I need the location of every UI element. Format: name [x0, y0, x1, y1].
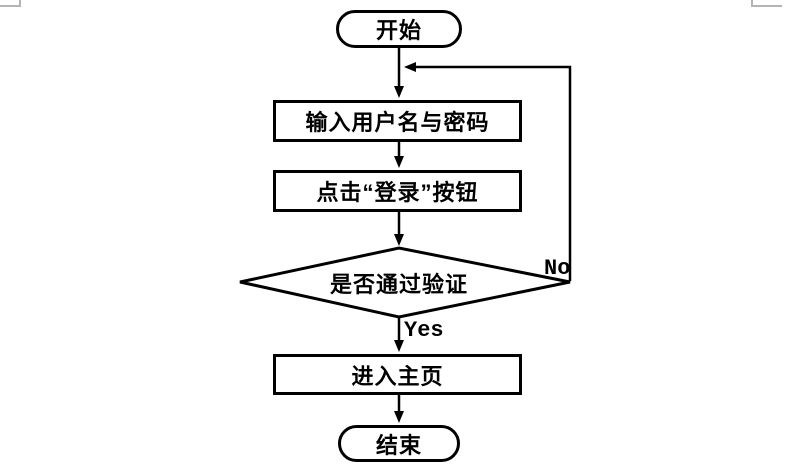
node-verify: 是否通过验证 [299, 270, 499, 297]
arrowhead-down-icon [394, 156, 404, 168]
node-start-label: 开始 [375, 18, 422, 43]
corner-mark-top-right [751, 0, 753, 7]
arrowhead-down-icon [394, 411, 404, 423]
node-enter-home-label: 进入主页 [351, 363, 444, 389]
arrowhead-down-icon [394, 234, 404, 246]
node-click-login-label: 点击“登录”按钮 [316, 180, 479, 205]
edge-label-no: No [544, 256, 571, 281]
node-click-login: 点击“登录”按钮 [273, 170, 522, 212]
corner-mark-top-left [19, 0, 21, 7]
arrowhead-down-icon [394, 340, 404, 352]
edge-no-loop [415, 65, 572, 281]
arrowhead-left-icon [404, 62, 416, 72]
node-input-credentials: 输入用户名与密码 [273, 100, 522, 142]
node-verify-label: 是否通过验证 [329, 272, 468, 297]
arrowhead-down-icon [394, 86, 404, 98]
node-end-label: 结束 [375, 432, 422, 458]
corner-mark-top-right [751, 5, 782, 7]
corner-mark-top-left [0, 5, 20, 7]
node-enter-home: 进入主页 [273, 354, 522, 395]
edge-label-yes: Yes [404, 318, 444, 343]
node-input-credentials-label: 输入用户名与密码 [305, 110, 490, 135]
decision-diamond [239, 246, 571, 319]
node-start: 开始 [336, 10, 462, 48]
node-end: 结束 [338, 425, 460, 462]
